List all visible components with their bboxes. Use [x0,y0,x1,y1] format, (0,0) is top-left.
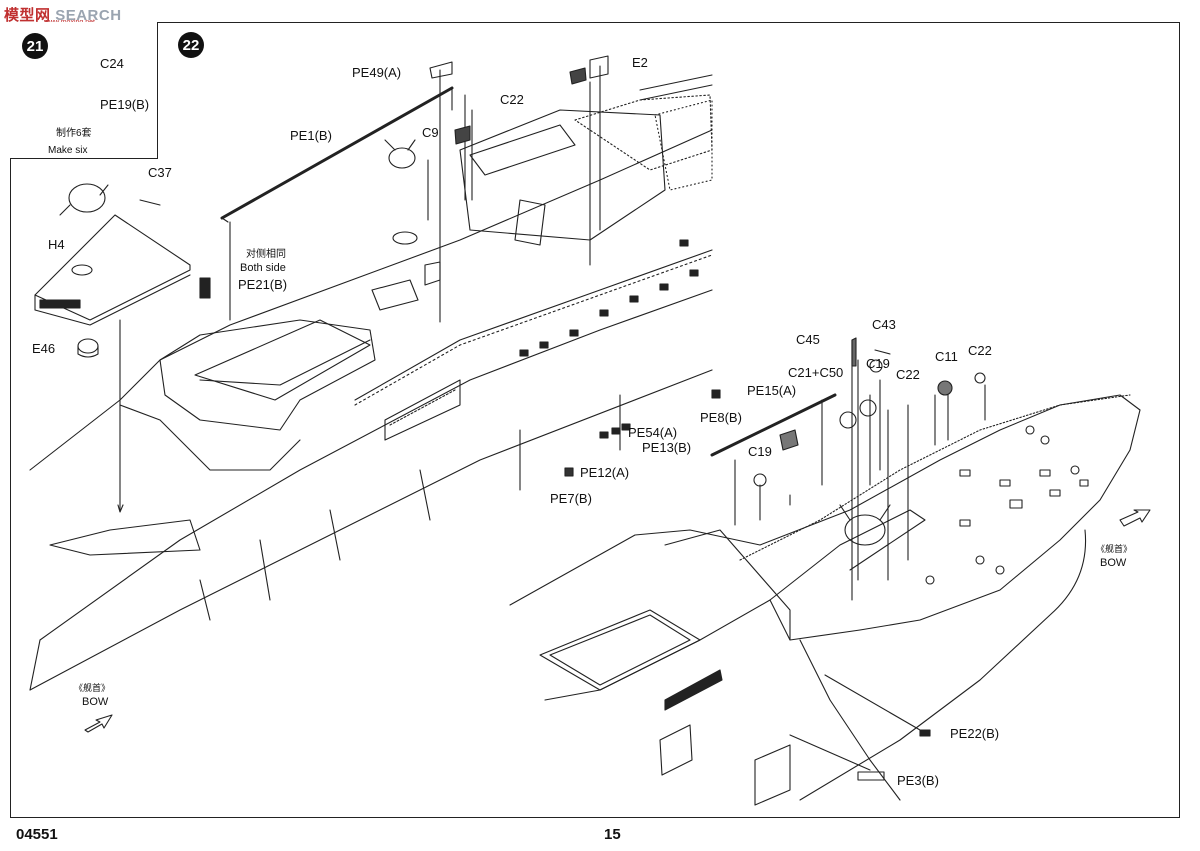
label-c43: C43 [872,317,896,332]
label-pe22b: PE22(B) [950,726,1000,741]
label-both-side-cn: 对侧相同 [246,249,286,260]
label-h4: H4 [48,237,65,252]
note-en: Make six [48,145,88,156]
label-pe8b: PE8(B) [700,410,742,425]
step-22-badge: 22 [178,32,204,58]
page-frame [10,22,1180,818]
step-21-badge: 21 [22,33,48,59]
label-both-side: Both side [240,262,286,274]
note-cn: 制作6套 [56,128,92,139]
label-pe54a: PE54(A) [628,425,678,440]
bow-right-en: BOW [1100,557,1127,569]
label-c11: C11 [935,349,958,364]
label-e46: E46 [32,341,56,356]
label-c37: C37 [148,165,172,180]
h4-part [34,183,211,358]
label-pe13b: PE13(B) [642,440,692,455]
label-pe7b: PE7(B) [550,491,592,506]
label-pe19b: PE19(B) [100,97,150,112]
kit-code: 04551 [16,826,58,843]
label-pe3b: PE3(B) [897,773,939,788]
label-c22-mid: C22 [896,367,920,382]
label-pe49a: PE49(A) [352,65,402,80]
bow-right-cn: 《舰首》 [1096,544,1133,554]
watermark-logo: 模型网 SEARCH [4,7,122,24]
label-c9: C9 [422,125,439,140]
label-pe1b: PE1(B) [290,128,332,143]
bow-arrows [84,509,1151,733]
right-hull-drawing [509,339,1141,806]
label-c22-top: C22 [500,92,524,107]
label-c24: C24 [100,56,124,71]
label-pe12a: PE12(A) [580,465,630,480]
label-c19-lower: C19 [748,444,772,459]
page-number: 15 [604,826,621,843]
label-c19-upper: C19 [866,356,890,371]
label-pe21b: PE21(B) [238,277,288,292]
left-hull-drawing [29,65,713,691]
label-c45: C45 [796,332,820,347]
bow-left-en: BOW [82,696,109,708]
label-c22-right: C22 [968,343,992,358]
label-c21-c50: C21+C50 [788,365,844,380]
label-e2: E2 [632,55,648,70]
label-pe15a: PE15(A) [747,383,797,398]
bow-left-cn: 《舰首》 [74,683,111,693]
